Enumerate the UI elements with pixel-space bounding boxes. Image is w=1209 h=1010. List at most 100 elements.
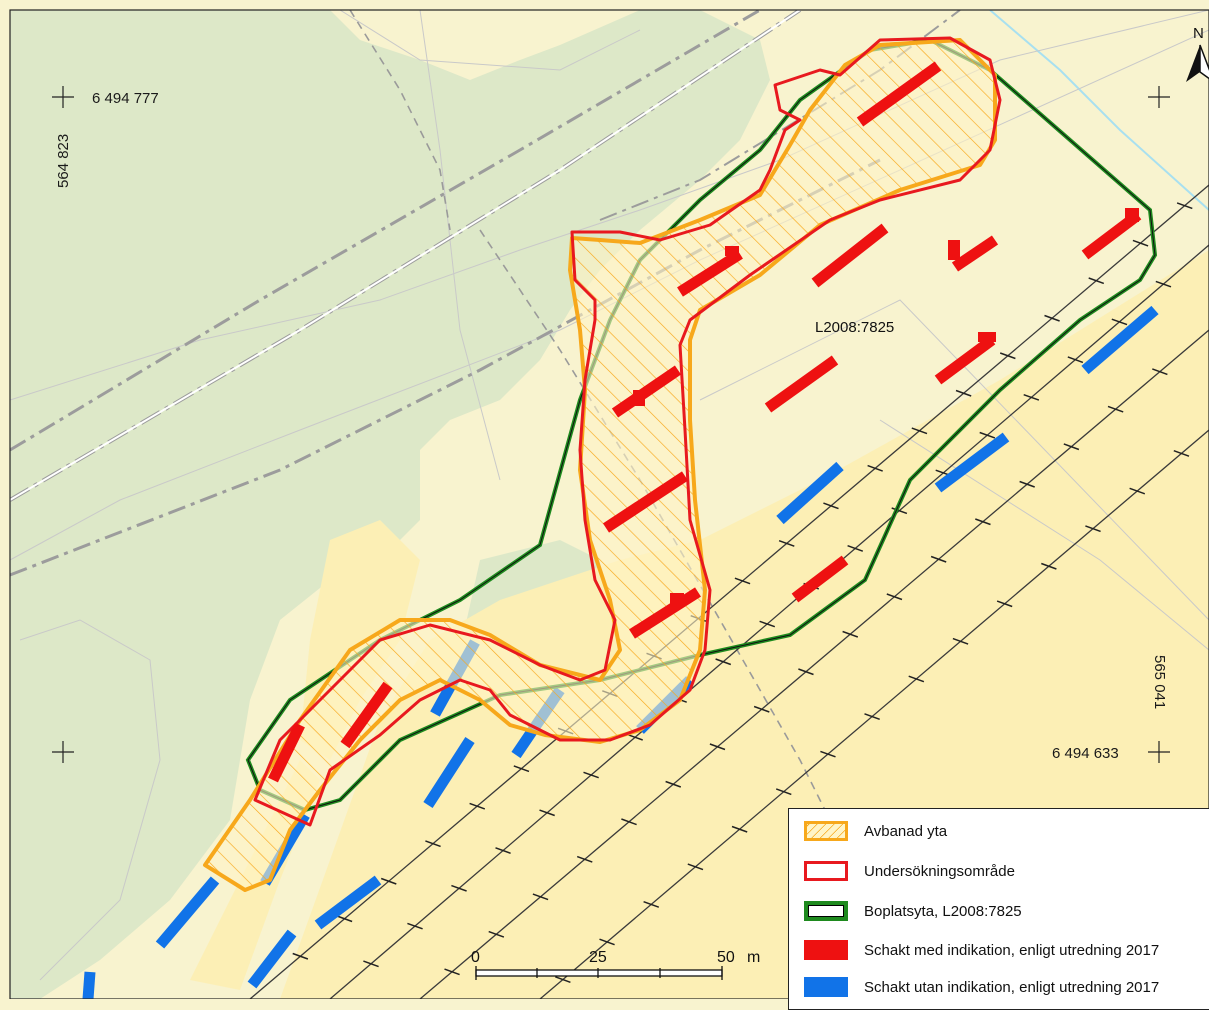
power-line-tick	[665, 780, 682, 788]
north-arrow-icon: N	[1186, 25, 1209, 82]
legend-item-trench-with-indication: Schakt med indikation, enligt utredning …	[804, 936, 1159, 964]
power-line-tick	[380, 877, 397, 885]
power-line-tick	[886, 593, 903, 601]
power-line-tick	[495, 847, 511, 855]
power-line-tick	[1063, 443, 1080, 451]
map-legend: Avbanad yta Undersökningsområde Boplatsy…	[788, 808, 1209, 1010]
power-line-tick	[734, 577, 751, 585]
legend-swatch-green-outline-icon	[804, 901, 848, 921]
power-line-tick	[753, 705, 770, 713]
legend-swatch-red-outline-icon	[804, 861, 848, 881]
power-line-tick	[1023, 393, 1040, 401]
power-line-tick	[1019, 480, 1035, 488]
power-line-tick	[1132, 239, 1149, 247]
stripped-area-avbanad	[203, 38, 997, 892]
power-line-tick	[715, 658, 732, 666]
power-line-tick	[513, 765, 530, 773]
power-line-tick	[1107, 405, 1124, 413]
scale-bar: 0 25 50 m	[471, 949, 760, 980]
legend-item-stripped-area: Avbanad yta	[804, 817, 947, 845]
site-label: L2008:7825	[815, 319, 894, 336]
legend-item-trench-without-indication: Schakt utan indikation, enligt utredning…	[804, 973, 1159, 1001]
power-line-tick	[864, 713, 880, 721]
power-line-tick	[775, 788, 792, 796]
power-line-tick	[911, 427, 928, 435]
legend-label: Undersökningsområde	[864, 862, 1015, 880]
scale-unit: m	[747, 949, 760, 966]
power-line-tick	[996, 600, 1013, 608]
power-line-tick	[867, 464, 883, 472]
power-line-tick	[444, 968, 460, 976]
power-line-tick	[1155, 280, 1172, 288]
power-line-tick	[1067, 356, 1084, 364]
power-line-tick	[469, 802, 486, 810]
power-line-tick	[687, 863, 704, 871]
legend-swatch-red-fill-icon	[804, 940, 848, 960]
legend-label: Schakt med indikation, enligt utredning …	[864, 941, 1160, 959]
legend-label: Schakt utan indikation, enligt utredning…	[864, 978, 1160, 996]
power-line-tick	[823, 502, 839, 510]
power-line-tick	[1111, 318, 1128, 326]
power-line-tick	[292, 952, 309, 960]
coordinate-crosses	[52, 86, 1170, 763]
legend-swatch-blue-fill-icon	[804, 977, 848, 997]
legend-item-investigation-area: Undersökningsområde	[804, 857, 1015, 885]
footpath-dashed-2	[349, 10, 451, 231]
power-line-tick	[847, 544, 864, 552]
power-line-tick	[555, 976, 571, 984]
power-line-tick	[407, 922, 423, 930]
power-line-tick	[599, 938, 615, 946]
power-line-tick	[1085, 525, 1101, 533]
power-line-tick	[979, 431, 996, 439]
coord-east-right: 565 041	[1151, 655, 1168, 710]
power-line-tick	[778, 539, 795, 547]
legend-swatch-hatch-icon	[804, 821, 848, 841]
power-line-tick	[583, 771, 599, 779]
trenches-with-indication	[268, 61, 1142, 783]
power-line-tick	[930, 555, 947, 563]
power-line-tick	[731, 825, 748, 833]
legend-label: Boplatsyta, L2008:7825	[864, 902, 1022, 920]
power-line-tick	[955, 389, 972, 397]
scale-label-25: 25	[589, 949, 607, 966]
power-line-tick	[1152, 368, 1168, 376]
power-line-tick	[891, 507, 908, 515]
power-line-tick	[999, 352, 1016, 360]
power-line-tick	[363, 960, 379, 968]
power-line-tick	[908, 675, 925, 683]
power-line-tick	[539, 809, 555, 817]
power-line-tick	[759, 620, 776, 628]
coord-north-bottom: 6 494 633	[1052, 745, 1119, 762]
power-line-tick	[1041, 562, 1057, 570]
power-line-tick	[643, 900, 660, 908]
power-line-tick	[1088, 277, 1105, 285]
legend-item-site-area: Boplatsyta, L2008:7825	[804, 897, 1022, 925]
power-line-tick	[820, 750, 836, 758]
power-line-tick	[842, 630, 859, 638]
power-line-tick	[627, 733, 643, 741]
coord-north-top: 6 494 777	[92, 90, 159, 107]
power-line-tick	[709, 743, 726, 751]
power-line-tick	[621, 818, 637, 826]
power-line-tick	[576, 855, 593, 863]
power-line-tick	[798, 668, 814, 676]
power-line-tick	[952, 637, 969, 645]
power-line-tick	[425, 840, 441, 848]
stream-line	[989, 10, 1209, 211]
scale-label-0: 0	[471, 949, 480, 966]
power-line-tick	[532, 893, 549, 901]
power-line-tick	[1176, 202, 1193, 210]
power-line-tick	[1129, 487, 1146, 495]
legend-label: Avbanad yta	[864, 822, 948, 840]
power-line-tick	[975, 518, 991, 526]
power-line-tick	[488, 930, 505, 938]
coord-east-left: 564 823	[55, 133, 72, 188]
power-line-tick	[1044, 314, 1060, 322]
scale-label-50: 50	[717, 949, 735, 966]
power-line-tick	[1173, 449, 1190, 457]
trench-nubs	[633, 208, 1139, 607]
power-line-tick	[336, 915, 353, 923]
map-frame	[9, 9, 1209, 999]
investigation-area-outline	[253, 36, 1002, 827]
